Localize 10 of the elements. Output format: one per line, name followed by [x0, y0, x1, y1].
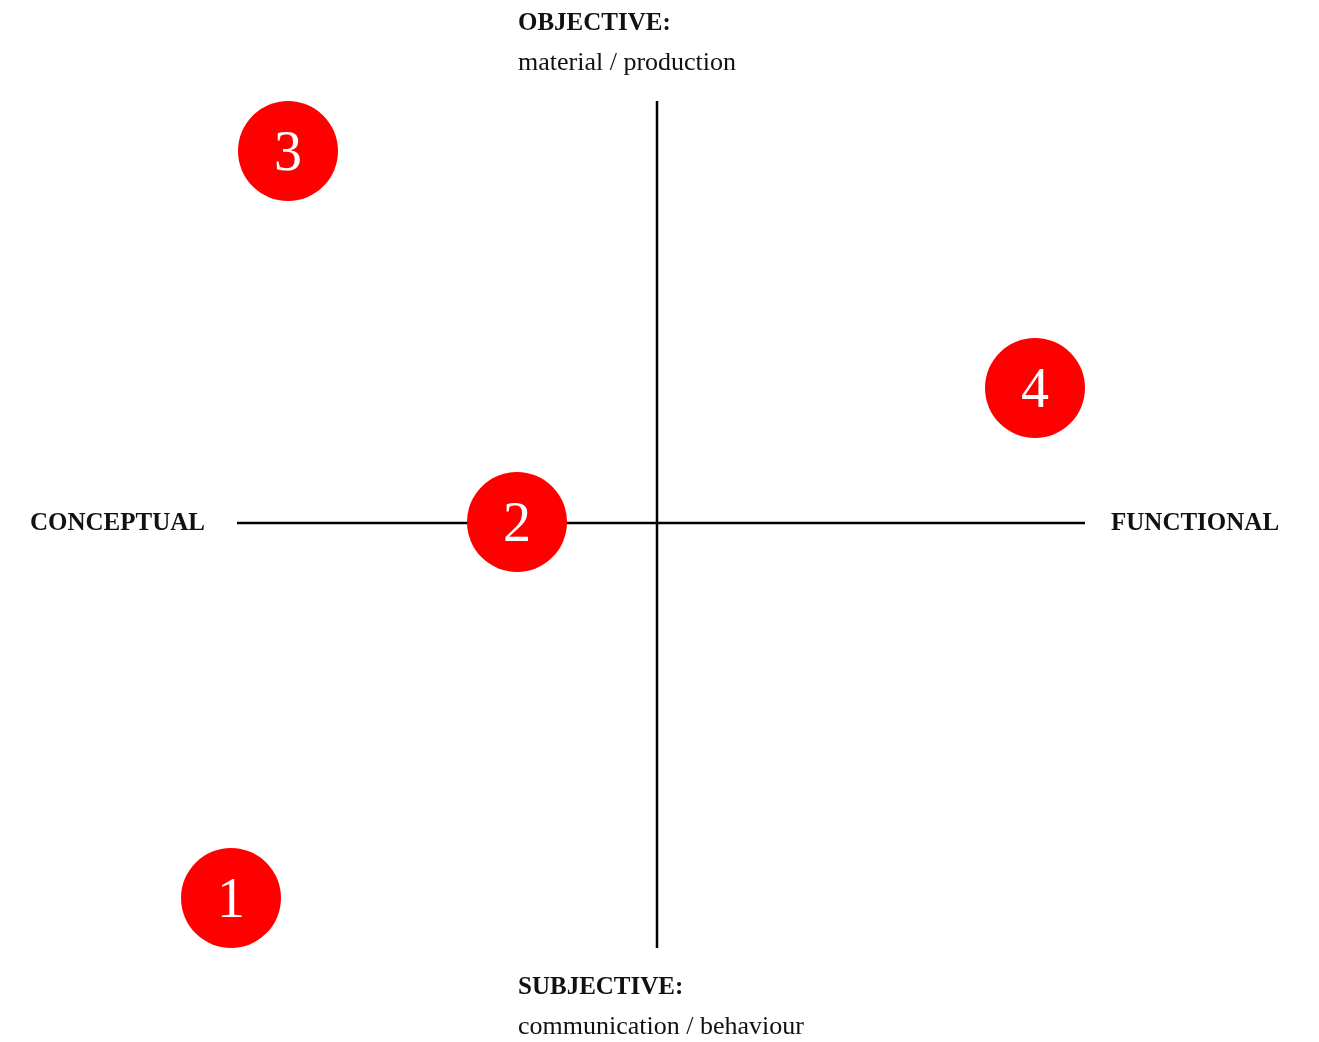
- axis-heading: OBJECTIVE:: [518, 8, 671, 36]
- axis-caption: communication / behaviour: [518, 1011, 804, 1041]
- callout-number: 3: [274, 123, 302, 179]
- axis-caption: material / production: [518, 47, 737, 77]
- callout-number: 2: [503, 494, 531, 550]
- axis-heading: CONCEPTUAL: [30, 508, 205, 536]
- callout-number: 4: [1021, 360, 1049, 416]
- axis-heading: FUNCTIONAL: [1111, 508, 1280, 536]
- axis-heading: SUBJECTIVE:: [518, 972, 684, 1000]
- callout-number: 1: [217, 870, 245, 926]
